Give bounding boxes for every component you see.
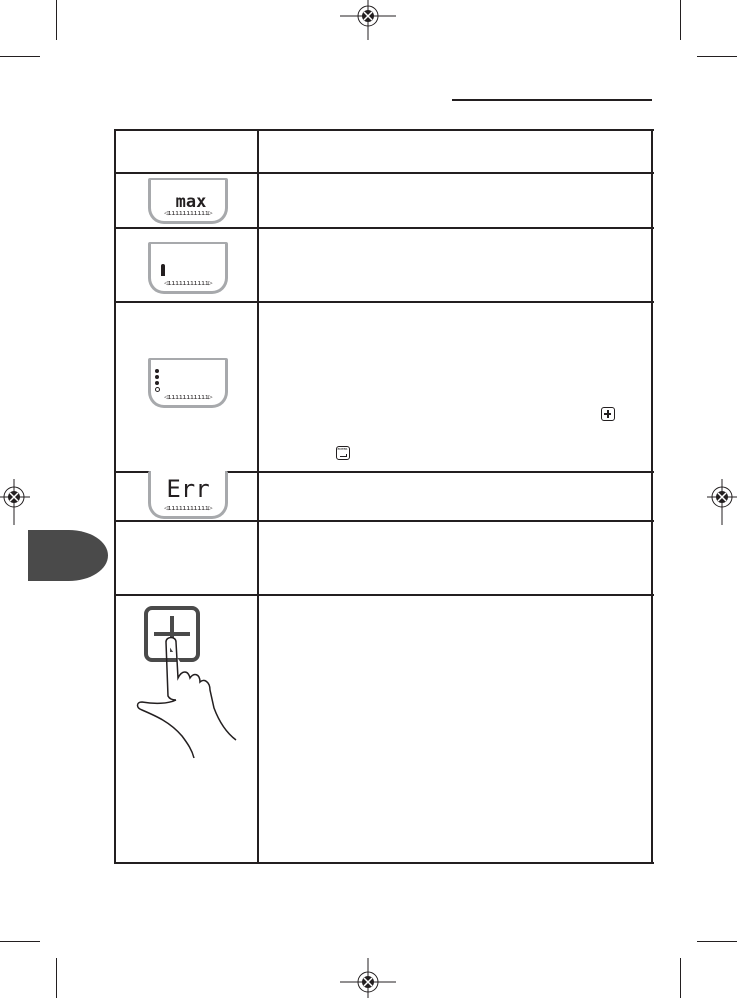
crop-mark [680,958,681,998]
language-tab [28,530,108,581]
display-text: max [175,192,207,212]
scale-bar: ◁ııııııııııı▷ [163,504,213,512]
crop-mark [697,56,737,57]
registration-mark-icon [340,0,396,40]
scale-bar: ◁ııııııııııı▷ [163,279,213,287]
finger-pressing-plus-icon [136,606,237,759]
lcd-display-dots: ◁ııııııııııı▷ [148,358,228,408]
crop-mark [0,941,40,942]
registration-mark-icon [0,479,30,525]
lcd-display-err: Err ◁ııııııııııı▷ [148,471,228,519]
scale-bar: ◁ııııııııııı▷ [163,393,213,401]
lcd-display-max: max ◁ııııııııııı▷ [148,178,228,224]
plus-button-icon [601,407,615,421]
crop-mark [0,56,40,57]
crop-mark [56,0,57,40]
crop-mark [56,958,57,998]
scale-bar: ◁ııııııııııı▷ [163,209,213,217]
enter-label: ENTER [337,447,348,451]
enter-button-icon: ENTER [336,446,350,460]
user-memory-dots-icon [155,369,160,392]
crop-mark [680,0,681,40]
crop-mark [697,941,737,942]
registration-mark-icon [707,479,737,525]
registration-mark-icon [340,958,396,998]
person-icon [161,264,165,276]
header-rule [452,99,652,101]
lcd-display-person: ◁ııııııııııı▷ [148,242,228,294]
display-text: Err [166,475,210,503]
